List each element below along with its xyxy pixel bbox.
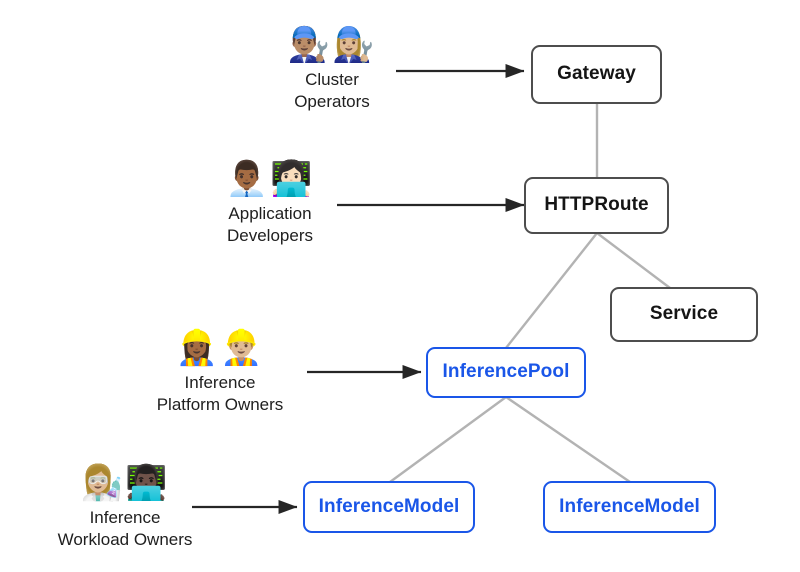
node-service[interactable]: Service [610, 287, 758, 342]
application-developers-label-line2: Developers [227, 225, 313, 245]
inference-platform-owners-label-line1: Inference [184, 373, 256, 392]
link-inferencepool-inferencemodel1 [388, 395, 508, 484]
node-inferencemodel-1-label: InferenceModel [318, 495, 460, 517]
node-inferencemodel-2-label: InferenceModel [559, 495, 700, 517]
node-service-label: Service [649, 303, 719, 325]
node-inferencemodel-1[interactable]: InferenceModel [303, 481, 475, 533]
node-inferencemodel-2[interactable]: InferenceModel [543, 481, 716, 533]
inference-platform-owners-label: Inference Platform Owners [157, 372, 284, 416]
inference-platform-owners-icons: 👷🏾‍♀️👷🏼‍♂️ [175, 328, 265, 368]
inference-workload-owners-icons: 👩🏼‍🔬👨🏿‍💻 [80, 463, 170, 503]
inference-platform-owners-label-line2: Platform Owners [156, 394, 284, 414]
node-gateway-label: Gateway [557, 63, 636, 85]
cluster-operators-label: Cluster Operators [294, 69, 370, 113]
node-httproute[interactable]: HTTPRoute [524, 177, 669, 234]
node-gateway[interactable]: Gateway [531, 45, 662, 104]
node-inferencepool[interactable]: InferencePool [426, 347, 586, 398]
application-developers-label-line1: Application [228, 204, 312, 223]
cluster-operators-label-line2: Operators [294, 91, 370, 111]
node-inferencepool-label: InferencePool [442, 361, 570, 383]
link-inferencepool-inferencemodel2 [504, 395, 632, 484]
role-inference-workload-owners[interactable]: 👩🏼‍🔬👨🏿‍💻 Inference Workload Owners [58, 463, 193, 551]
cluster-operators-label-line1: Cluster [305, 70, 359, 89]
application-developers-label: Application Developers [227, 203, 313, 247]
node-httproute-label: HTTPRoute [544, 194, 649, 216]
inference-workload-owners-label-line1: Inference [89, 508, 161, 527]
role-application-developers[interactable]: 👨🏾‍💼👩🏻‍💻 Application Developers [222, 162, 318, 247]
role-cluster-operators[interactable]: 👨🏽‍🔧👩🏼‍🔧 Cluster Operators [284, 28, 380, 113]
role-inference-platform-owners[interactable]: 👷🏾‍♀️👷🏼‍♂️ Inference Platform Owners [157, 328, 284, 416]
cluster-operators-icons: 👨🏽‍🔧👩🏼‍🔧 [287, 25, 377, 65]
inference-workload-owners-label-line2: Workload Owners [57, 529, 193, 549]
inference-workload-owners-label: Inference Workload Owners [58, 507, 193, 551]
link-httproute-service [595, 231, 672, 290]
link-httproute-inferencepool [504, 231, 599, 350]
application-developers-icons: 👨🏾‍💼👩🏻‍💻 [225, 159, 315, 199]
